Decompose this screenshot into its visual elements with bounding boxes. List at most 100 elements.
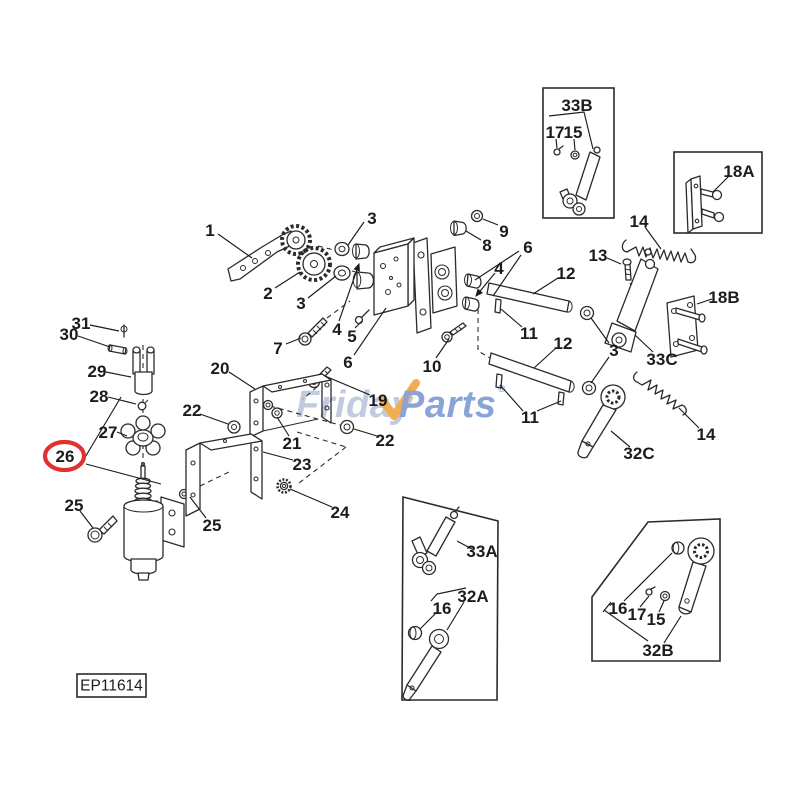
washers-3-right-drawing — [579, 305, 597, 396]
leader-line-6 — [492, 254, 522, 297]
locknut-24-drawing — [276, 478, 292, 494]
leader-line-6 — [474, 250, 520, 281]
leader-line-32B — [663, 615, 682, 644]
part-label-5: 5 — [347, 327, 356, 346]
part-label-30: 30 — [60, 325, 79, 344]
part-label-4: 4 — [332, 320, 342, 339]
part-label-33B: 33B — [561, 96, 592, 115]
screw-17-32B-drawing — [645, 586, 656, 596]
bushing-16-32A-drawing — [407, 625, 423, 641]
leader-line-24 — [289, 488, 333, 508]
leader-line-31 — [89, 324, 120, 332]
rod-12-lower-drawing — [488, 352, 575, 393]
bolt-7-drawing — [298, 317, 328, 346]
leader-line-3 — [307, 275, 337, 299]
gear-1-drawing — [280, 224, 312, 256]
bracket-18A-drawing — [685, 175, 725, 234]
leader-line-26 — [85, 463, 162, 485]
leader-line-17 — [639, 595, 650, 608]
part-label-3: 3 — [367, 209, 376, 228]
part-label-2: 2 — [263, 284, 272, 303]
leader-line-1 — [217, 233, 253, 259]
part-label-32C: 32C — [623, 444, 654, 463]
nut-15-33B-drawing — [570, 150, 580, 160]
part-label-28: 28 — [90, 387, 109, 406]
part-label-22: 22 — [183, 401, 202, 420]
leader-line-5 — [354, 320, 363, 329]
bolt-10-drawing — [441, 322, 467, 343]
leader-line-32C — [610, 430, 631, 448]
washers-3-left-drawing — [333, 241, 351, 281]
nuts-21-drawing — [262, 399, 283, 419]
part-label-4: 4 — [494, 259, 504, 278]
leader-line-23 — [262, 451, 294, 461]
bushings-6-drawing — [462, 273, 482, 312]
nut-22-right-drawing — [339, 419, 355, 435]
part-label-3: 3 — [296, 294, 305, 313]
leader-line-11 — [500, 308, 523, 328]
watermark-word2: Parts — [399, 384, 497, 426]
solenoid-26-drawing — [123, 462, 185, 581]
part-label-7: 7 — [273, 339, 282, 358]
leader-line-18B — [696, 298, 713, 305]
leader-line-30 — [77, 335, 111, 348]
leader-line-22 — [199, 413, 229, 425]
part-label-6: 6 — [343, 353, 352, 372]
part-label-14: 14 — [697, 425, 716, 444]
leader-line-4 — [338, 262, 360, 322]
nut-28-drawing — [137, 399, 149, 411]
part-label-14: 14 — [630, 212, 649, 231]
spring-14-lower-drawing — [632, 371, 687, 416]
leader-line-13 — [606, 257, 622, 265]
inset-box-33B — [542, 87, 615, 219]
leader-line-4 — [475, 272, 496, 297]
bushing-8-drawing — [450, 220, 467, 237]
drawing-code-text: EP11614 — [80, 678, 143, 695]
leader-line-2 — [274, 271, 301, 289]
lever-33A-drawing — [411, 506, 460, 576]
part-label-1: 1 — [205, 221, 214, 240]
part-label-25: 25 — [65, 496, 84, 515]
part-label-18A: 18A — [723, 162, 754, 181]
watermark-check-icon — [379, 379, 420, 420]
leader-line-15 — [573, 138, 576, 151]
screw-17-33B-drawing — [553, 145, 564, 156]
inset-box-33A-32A — [401, 495, 499, 701]
leader-line-12 — [533, 347, 557, 369]
leader-line-16 — [623, 552, 673, 602]
spring-14-upper-drawing — [621, 239, 697, 264]
part-label-23: 23 — [293, 455, 312, 474]
lever-arm-1-drawing — [227, 230, 297, 282]
leader-line-33C — [634, 334, 654, 353]
part-label-18B: 18B — [708, 288, 739, 307]
leader-line-6 — [353, 307, 387, 356]
leader-line-26 — [83, 396, 122, 460]
lever-33C-drawing — [604, 248, 659, 353]
part-label-25: 25 — [203, 516, 222, 535]
part-label-11: 11 — [521, 408, 539, 427]
gear-2-drawing — [296, 246, 332, 282]
leader-line-29 — [105, 371, 132, 378]
leader-line-11 — [499, 384, 524, 412]
leader-line-15 — [658, 600, 665, 613]
leader-line-22 — [353, 428, 378, 437]
drawing-code-box: EP11614 — [76, 673, 147, 698]
washer-22-left-drawing — [227, 420, 241, 434]
bushing-16-32B-drawing — [671, 541, 685, 555]
part-label-12: 12 — [557, 264, 576, 283]
part-label-24: 24 — [331, 503, 350, 522]
bracket-23-drawing — [185, 433, 263, 517]
part-label-33C: 33C — [646, 350, 677, 369]
leader-line-14 — [644, 226, 662, 250]
leader-line-32A — [446, 601, 465, 631]
leader-line-27 — [116, 431, 128, 437]
rod-12-upper-drawing — [486, 282, 573, 313]
leader-line-20 — [228, 371, 256, 390]
bracket-18B-drawing — [666, 295, 708, 358]
leader-line-25 — [189, 496, 207, 519]
inset-box-18A — [673, 151, 763, 234]
pin-30-drawing — [107, 344, 128, 355]
star-knob-27-drawing — [120, 415, 166, 456]
leader-line-7 — [285, 337, 302, 345]
